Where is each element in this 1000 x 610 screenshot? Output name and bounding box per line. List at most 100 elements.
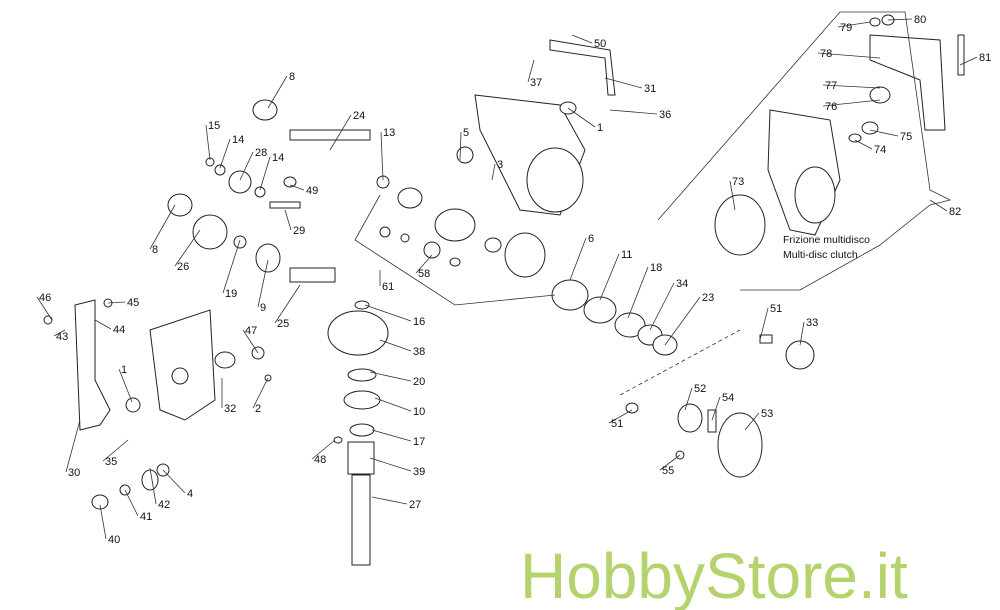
leader-line <box>311 439 336 460</box>
parts-drawing <box>43 14 965 566</box>
leader-line <box>252 377 269 409</box>
part-housing-shape <box>74 299 111 431</box>
part-label-27: 27 <box>409 499 421 511</box>
part-label-55: 55 <box>662 465 674 477</box>
watermark: HobbyStore.it <box>520 540 908 610</box>
leader-line <box>369 371 412 382</box>
leader-line <box>374 397 412 412</box>
leader-line <box>65 419 81 473</box>
part-label-34: 34 <box>676 278 688 290</box>
leader-line <box>162 469 186 494</box>
leader-line <box>649 282 675 331</box>
part-ring-shape <box>625 402 639 414</box>
part-ring-shape <box>423 241 441 259</box>
leader-line <box>36 296 53 321</box>
leader-line <box>684 387 693 411</box>
part-label-15: 15 <box>208 120 220 132</box>
leader-line <box>604 77 643 89</box>
part-ring-shape <box>434 208 476 242</box>
leader-line <box>124 489 139 517</box>
part-label-17: 17 <box>413 436 425 448</box>
leader-line <box>284 209 292 231</box>
leader-line <box>274 284 301 324</box>
leader-line <box>837 21 871 28</box>
part-ring-shape <box>141 469 159 491</box>
group-61-bracket <box>354 194 556 306</box>
part-label-28: 28 <box>255 147 267 159</box>
part-label-2: 2 <box>255 403 261 415</box>
part-label-45: 45 <box>127 297 139 309</box>
part-label-6: 6 <box>588 233 594 245</box>
part-shaft-shape <box>707 409 717 433</box>
part-ring-shape <box>861 121 879 135</box>
part-ring-shape <box>677 403 703 433</box>
part-ring-shape <box>327 310 389 356</box>
leader-line <box>659 454 681 471</box>
part-label-14: 14 <box>272 152 284 164</box>
part-label-23: 23 <box>702 292 714 304</box>
leader-line <box>567 107 596 128</box>
leader-line <box>869 129 899 137</box>
leader-line <box>257 259 269 308</box>
part-ring-shape <box>125 397 141 413</box>
part-label-1: 1 <box>597 122 603 134</box>
part-label-29: 29 <box>293 225 305 237</box>
part-label-32: 32 <box>224 403 236 415</box>
part-label-81: 81 <box>979 52 991 64</box>
part-ring-shape <box>379 226 391 238</box>
part-label-58: 58 <box>418 268 430 280</box>
part-ring-shape <box>343 390 381 410</box>
clutch-inset-border <box>657 11 952 291</box>
part-ring-shape <box>347 368 377 382</box>
part-housing-shape <box>549 39 616 96</box>
leader-line <box>371 496 408 505</box>
part-ring-shape <box>214 164 226 176</box>
part-ring-shape <box>449 257 461 267</box>
part-ring-shape <box>349 423 375 437</box>
leader-line <box>609 109 658 115</box>
leader-line <box>364 304 412 322</box>
leader-line <box>102 439 129 462</box>
part-label-36: 36 <box>659 109 671 121</box>
part-ring-shape <box>456 146 474 164</box>
leader-line <box>959 56 978 66</box>
part-ring-shape <box>869 86 891 104</box>
part-ring-shape <box>848 133 862 143</box>
part-label-25: 25 <box>277 318 289 330</box>
part-label-73: 73 <box>732 176 744 188</box>
part-label-1: 1 <box>121 364 127 376</box>
leader-line <box>149 467 157 505</box>
part-ring-shape <box>254 186 266 198</box>
part-label-42: 42 <box>158 499 170 511</box>
part-ring-shape <box>255 243 281 273</box>
leader-line <box>415 254 433 274</box>
leader-line <box>174 229 201 267</box>
part-label-77: 77 <box>825 80 837 92</box>
leader-line <box>854 139 873 150</box>
part-label-30: 30 <box>68 467 80 479</box>
leader-line <box>664 296 701 346</box>
part-label-47: 47 <box>245 325 257 337</box>
part-ring-shape <box>167 193 193 217</box>
leader-line <box>239 151 254 181</box>
leader-line <box>608 409 633 424</box>
part-ring-shape <box>484 237 502 253</box>
part-shaft-shape <box>289 267 336 283</box>
part-label-52: 52 <box>694 383 706 395</box>
part-label-9: 9 <box>260 302 266 314</box>
part-label-19: 19 <box>225 288 237 300</box>
leader-line <box>822 99 881 107</box>
part-ring-shape <box>192 214 228 250</box>
leader-line <box>149 204 176 250</box>
part-ring-shape <box>333 436 343 444</box>
part-label-82: 82 <box>949 206 961 218</box>
part-shaft-shape <box>759 334 773 344</box>
part-label-5: 5 <box>463 127 469 139</box>
part-ring-shape <box>583 296 617 324</box>
part-ring-shape <box>91 494 109 510</box>
part-label-40: 40 <box>108 534 120 546</box>
leader-line <box>222 239 241 294</box>
part-label-33: 33 <box>806 317 818 329</box>
part-ring-shape <box>400 233 410 243</box>
